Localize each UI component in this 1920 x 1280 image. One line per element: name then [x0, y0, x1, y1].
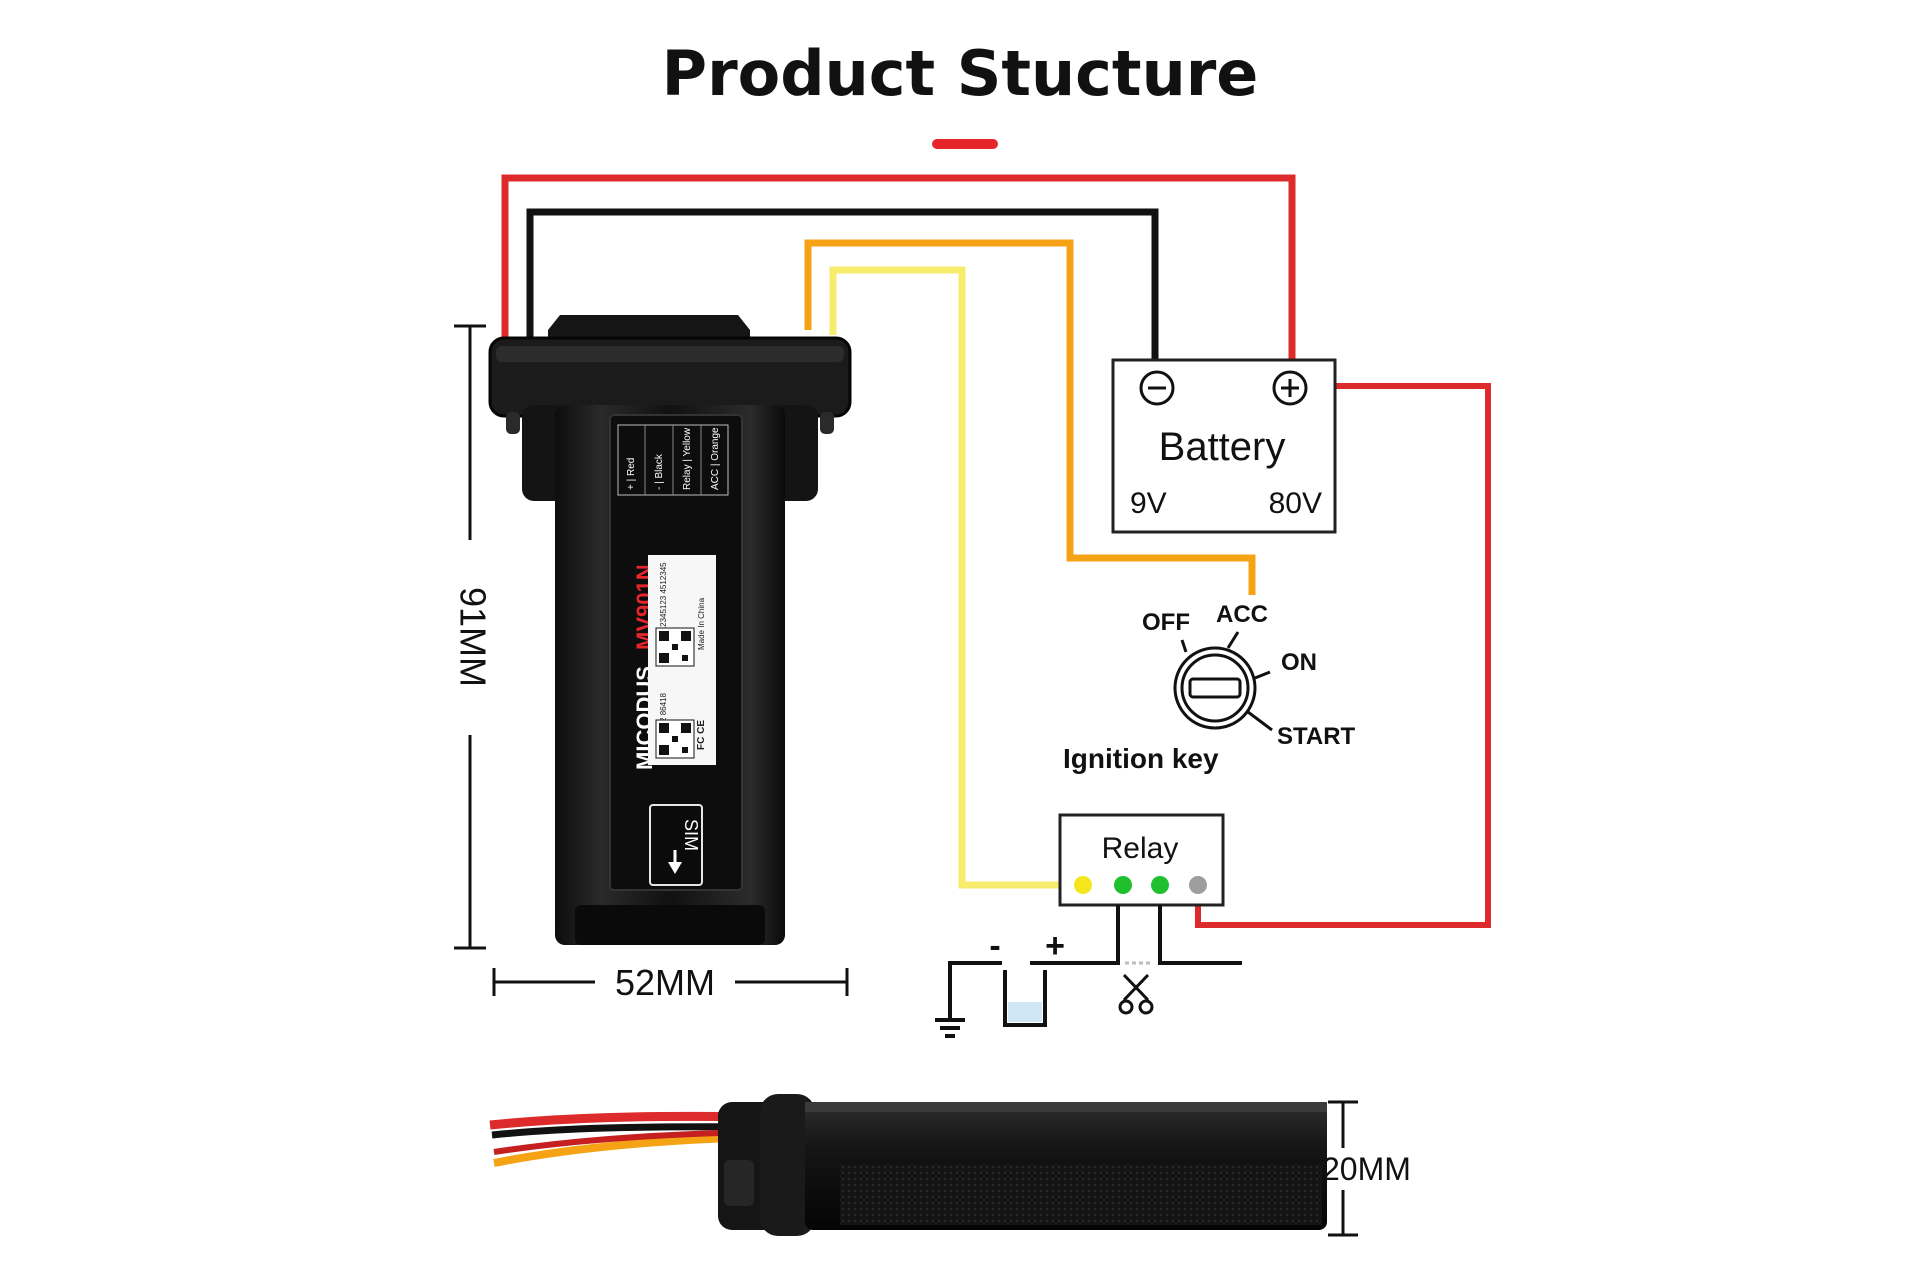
sticker-marks: FC CE: [696, 720, 707, 750]
sticker-imei: IMEI:12345123 4512345: [659, 562, 668, 650]
relay-label: Relay: [1102, 832, 1179, 865]
relay-led-yellow: [1074, 876, 1092, 894]
sim-slot: [649, 804, 703, 886]
height-dimension: [454, 324, 486, 950]
battery: Battery 9V 80V: [1111, 358, 1337, 534]
relay: Relay: [1058, 813, 1225, 907]
sim-label: SIM: [681, 819, 701, 851]
ignition-switch: OFF ACC ON START Ignition key: [1063, 601, 1356, 774]
battery-min-voltage: 9V: [1130, 487, 1167, 520]
height-dimension-label: 91MM: [452, 587, 493, 687]
thickness-dimension-label: 20MM: [1322, 1151, 1411, 1187]
wire-label-black: - | Black: [654, 453, 665, 490]
red-relay-wire: [1195, 383, 1491, 928]
orange-wire: [804, 239, 1256, 595]
page-title: Product Stucture: [662, 37, 1259, 110]
wiring: [501, 174, 1491, 928]
ignition-on-label: ON: [1281, 649, 1317, 676]
relay-circuit: [935, 905, 1242, 1038]
qr-code-icon: [655, 627, 695, 667]
width-dimension-label: 52MM: [615, 962, 715, 1003]
ignition-start-label: START: [1277, 723, 1356, 750]
wire-label-acc: ACC | Orange: [710, 427, 721, 490]
relay-led-green: [1151, 876, 1169, 894]
side-wire-red: [489, 1111, 761, 1130]
device-side-view: [489, 1094, 1327, 1236]
gps-tracker-device: + | Red - | Black Relay | Yellow ACC | O…: [488, 315, 852, 945]
ignition-key-label: Ignition key: [1063, 743, 1219, 774]
arrow-down-icon: [668, 862, 682, 874]
relay-led-gray: [1189, 876, 1207, 894]
wire-label-red: + | Red: [626, 458, 637, 490]
device-bottom-band: [575, 905, 765, 945]
battery-max-voltage: 80V: [1269, 487, 1322, 520]
title-accent-bar: [932, 139, 998, 149]
sticker-made-in: Made In China: [697, 597, 706, 650]
yellow-wire: [829, 266, 1082, 889]
relay-terminal-minus: -: [989, 927, 1000, 965]
scissors-icon: [1118, 973, 1154, 1015]
battery-label: Battery: [1159, 425, 1286, 469]
red-wire: [501, 174, 1296, 360]
width-dimension: [492, 968, 849, 996]
black-wire: [526, 208, 1159, 360]
ignition-acc-label: ACC: [1216, 601, 1268, 628]
device-wire-labels: + | Red - | Black Relay | Yellow ACC | O…: [617, 424, 729, 496]
ignition-off-label: OFF: [1142, 609, 1190, 636]
relay-terminal-plus: +: [1045, 927, 1065, 965]
battery-minus-icon: [1139, 370, 1175, 406]
battery-plus-icon: [1272, 370, 1308, 406]
qr-code-icon: [655, 719, 695, 759]
wire-label-relay: Relay | Yellow: [682, 427, 693, 490]
thickness-dimension: [1328, 1100, 1358, 1237]
side-flange: [760, 1094, 815, 1236]
side-wire-black: [491, 1123, 761, 1139]
relay-led-green: [1114, 876, 1132, 894]
